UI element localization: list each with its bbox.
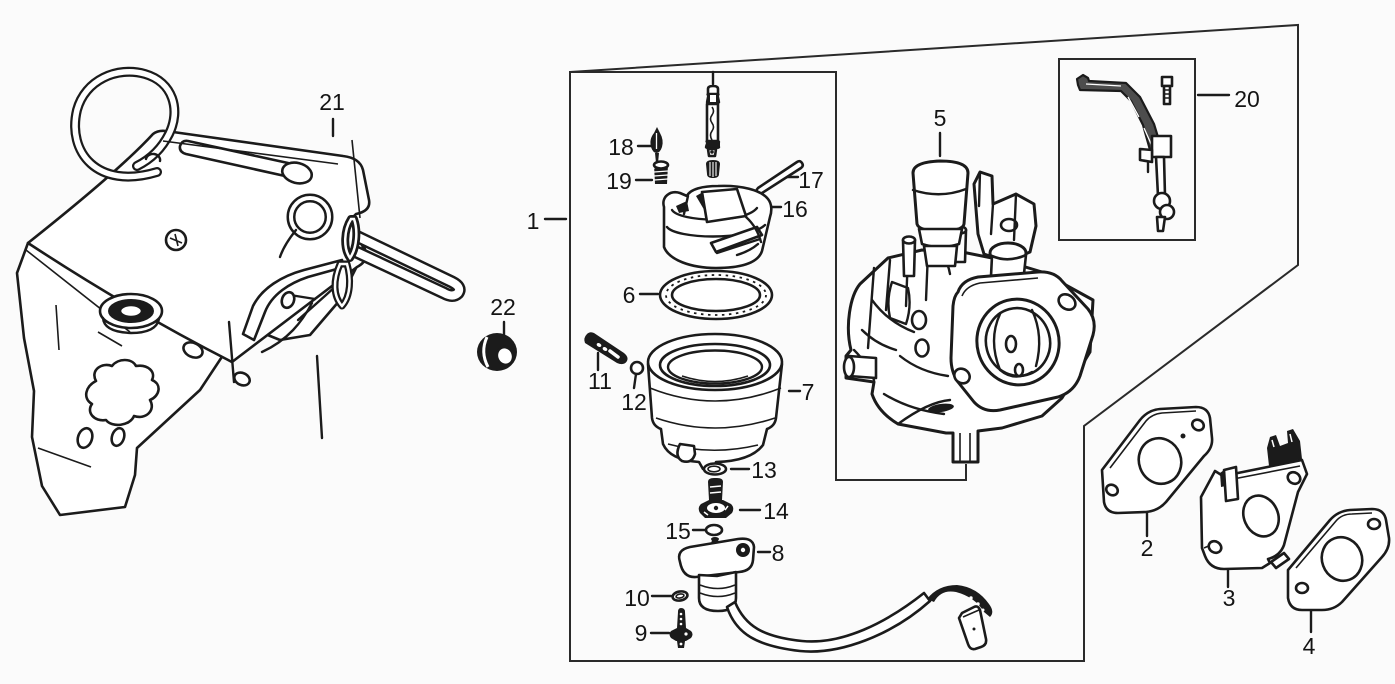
svg-text:12: 12 — [621, 389, 647, 415]
svg-text:13: 13 — [751, 457, 777, 483]
svg-text:16: 16 — [782, 196, 808, 222]
svg-text:10: 10 — [624, 585, 650, 611]
svg-text:7: 7 — [802, 379, 815, 405]
svg-text:20: 20 — [1234, 86, 1260, 112]
svg-text:5: 5 — [934, 105, 947, 131]
svg-text:4: 4 — [1303, 633, 1316, 659]
svg-text:11: 11 — [588, 368, 612, 394]
svg-text:21: 21 — [319, 89, 345, 115]
svg-text:9: 9 — [635, 620, 648, 646]
svg-text:22: 22 — [490, 294, 516, 320]
svg-text:6: 6 — [623, 282, 636, 308]
svg-text:2: 2 — [1141, 535, 1154, 561]
svg-text:15: 15 — [665, 518, 691, 544]
svg-text:17: 17 — [798, 167, 824, 193]
svg-text:8: 8 — [772, 540, 785, 566]
svg-text:3: 3 — [1223, 585, 1236, 611]
svg-text:19: 19 — [606, 168, 632, 194]
svg-text:14: 14 — [763, 498, 789, 524]
svg-text:18: 18 — [608, 134, 634, 160]
svg-text:1: 1 — [527, 208, 540, 234]
